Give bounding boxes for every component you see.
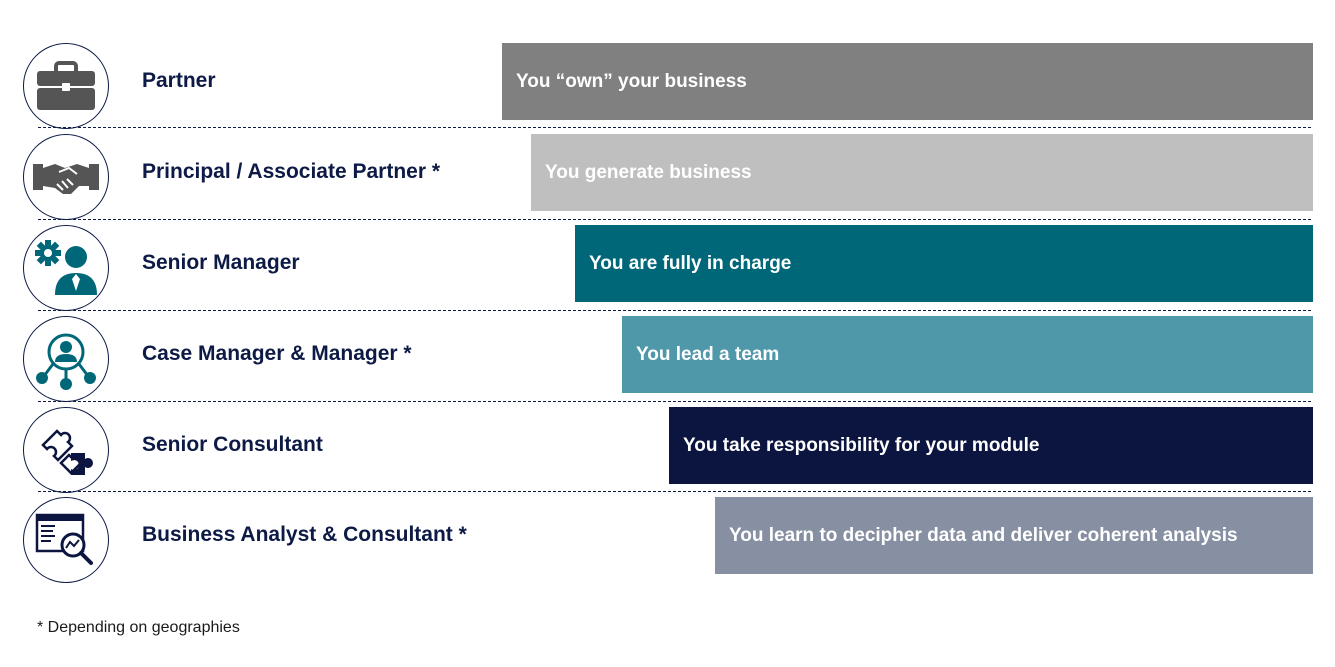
description-text: You lead a team — [636, 343, 780, 365]
level-row-principal: Principal / Associate Partner * You gene… — [0, 130, 1335, 221]
level-row-senior-consultant: Senior Consultant You take responsibilit… — [0, 403, 1335, 494]
manager-gear-icon — [23, 225, 109, 311]
briefcase-icon — [23, 43, 109, 129]
level-row-partner: Partner You “own” your business — [0, 39, 1335, 130]
description-bar: You are fully in charge — [575, 225, 1313, 302]
divider — [38, 491, 1311, 492]
team-network-icon — [23, 316, 109, 402]
data-analysis-icon — [23, 497, 109, 583]
footnote: * Depending on geographies — [37, 619, 240, 636]
role-label: Principal / Associate Partner * — [142, 160, 441, 183]
description-bar: You generate business — [531, 134, 1313, 211]
description-bar: You “own” your business — [502, 43, 1313, 120]
level-row-case-manager: Case Manager & Manager * You lead a team — [0, 312, 1335, 403]
role-label: Business Analyst & Consultant * — [142, 523, 467, 546]
role-label: Partner — [142, 69, 216, 92]
handshake-icon — [23, 134, 109, 220]
divider — [38, 401, 1311, 402]
description-text: You learn to decipher data and deliver c… — [729, 524, 1238, 546]
description-text: You take responsibility for your module — [683, 434, 1040, 456]
role-label: Case Manager & Manager * — [142, 342, 412, 365]
role-label: Senior Consultant — [142, 433, 323, 456]
divider — [38, 310, 1311, 311]
role-label: Senior Manager — [142, 251, 300, 274]
description-bar: You lead a team — [622, 316, 1313, 393]
description-bar: You learn to decipher data and deliver c… — [715, 497, 1313, 574]
level-row-senior-manager: Senior Manager You are fully in charge — [0, 221, 1335, 312]
description-text: You generate business — [545, 161, 752, 183]
divider — [38, 219, 1311, 220]
puzzle-icon — [23, 407, 109, 493]
description-text: You are fully in charge — [589, 252, 792, 274]
description-text: You “own” your business — [516, 70, 747, 92]
level-row-business-analyst: Business Analyst & Consultant * You lear… — [0, 493, 1335, 584]
divider — [38, 127, 1311, 128]
description-bar: You take responsibility for your module — [669, 407, 1313, 484]
